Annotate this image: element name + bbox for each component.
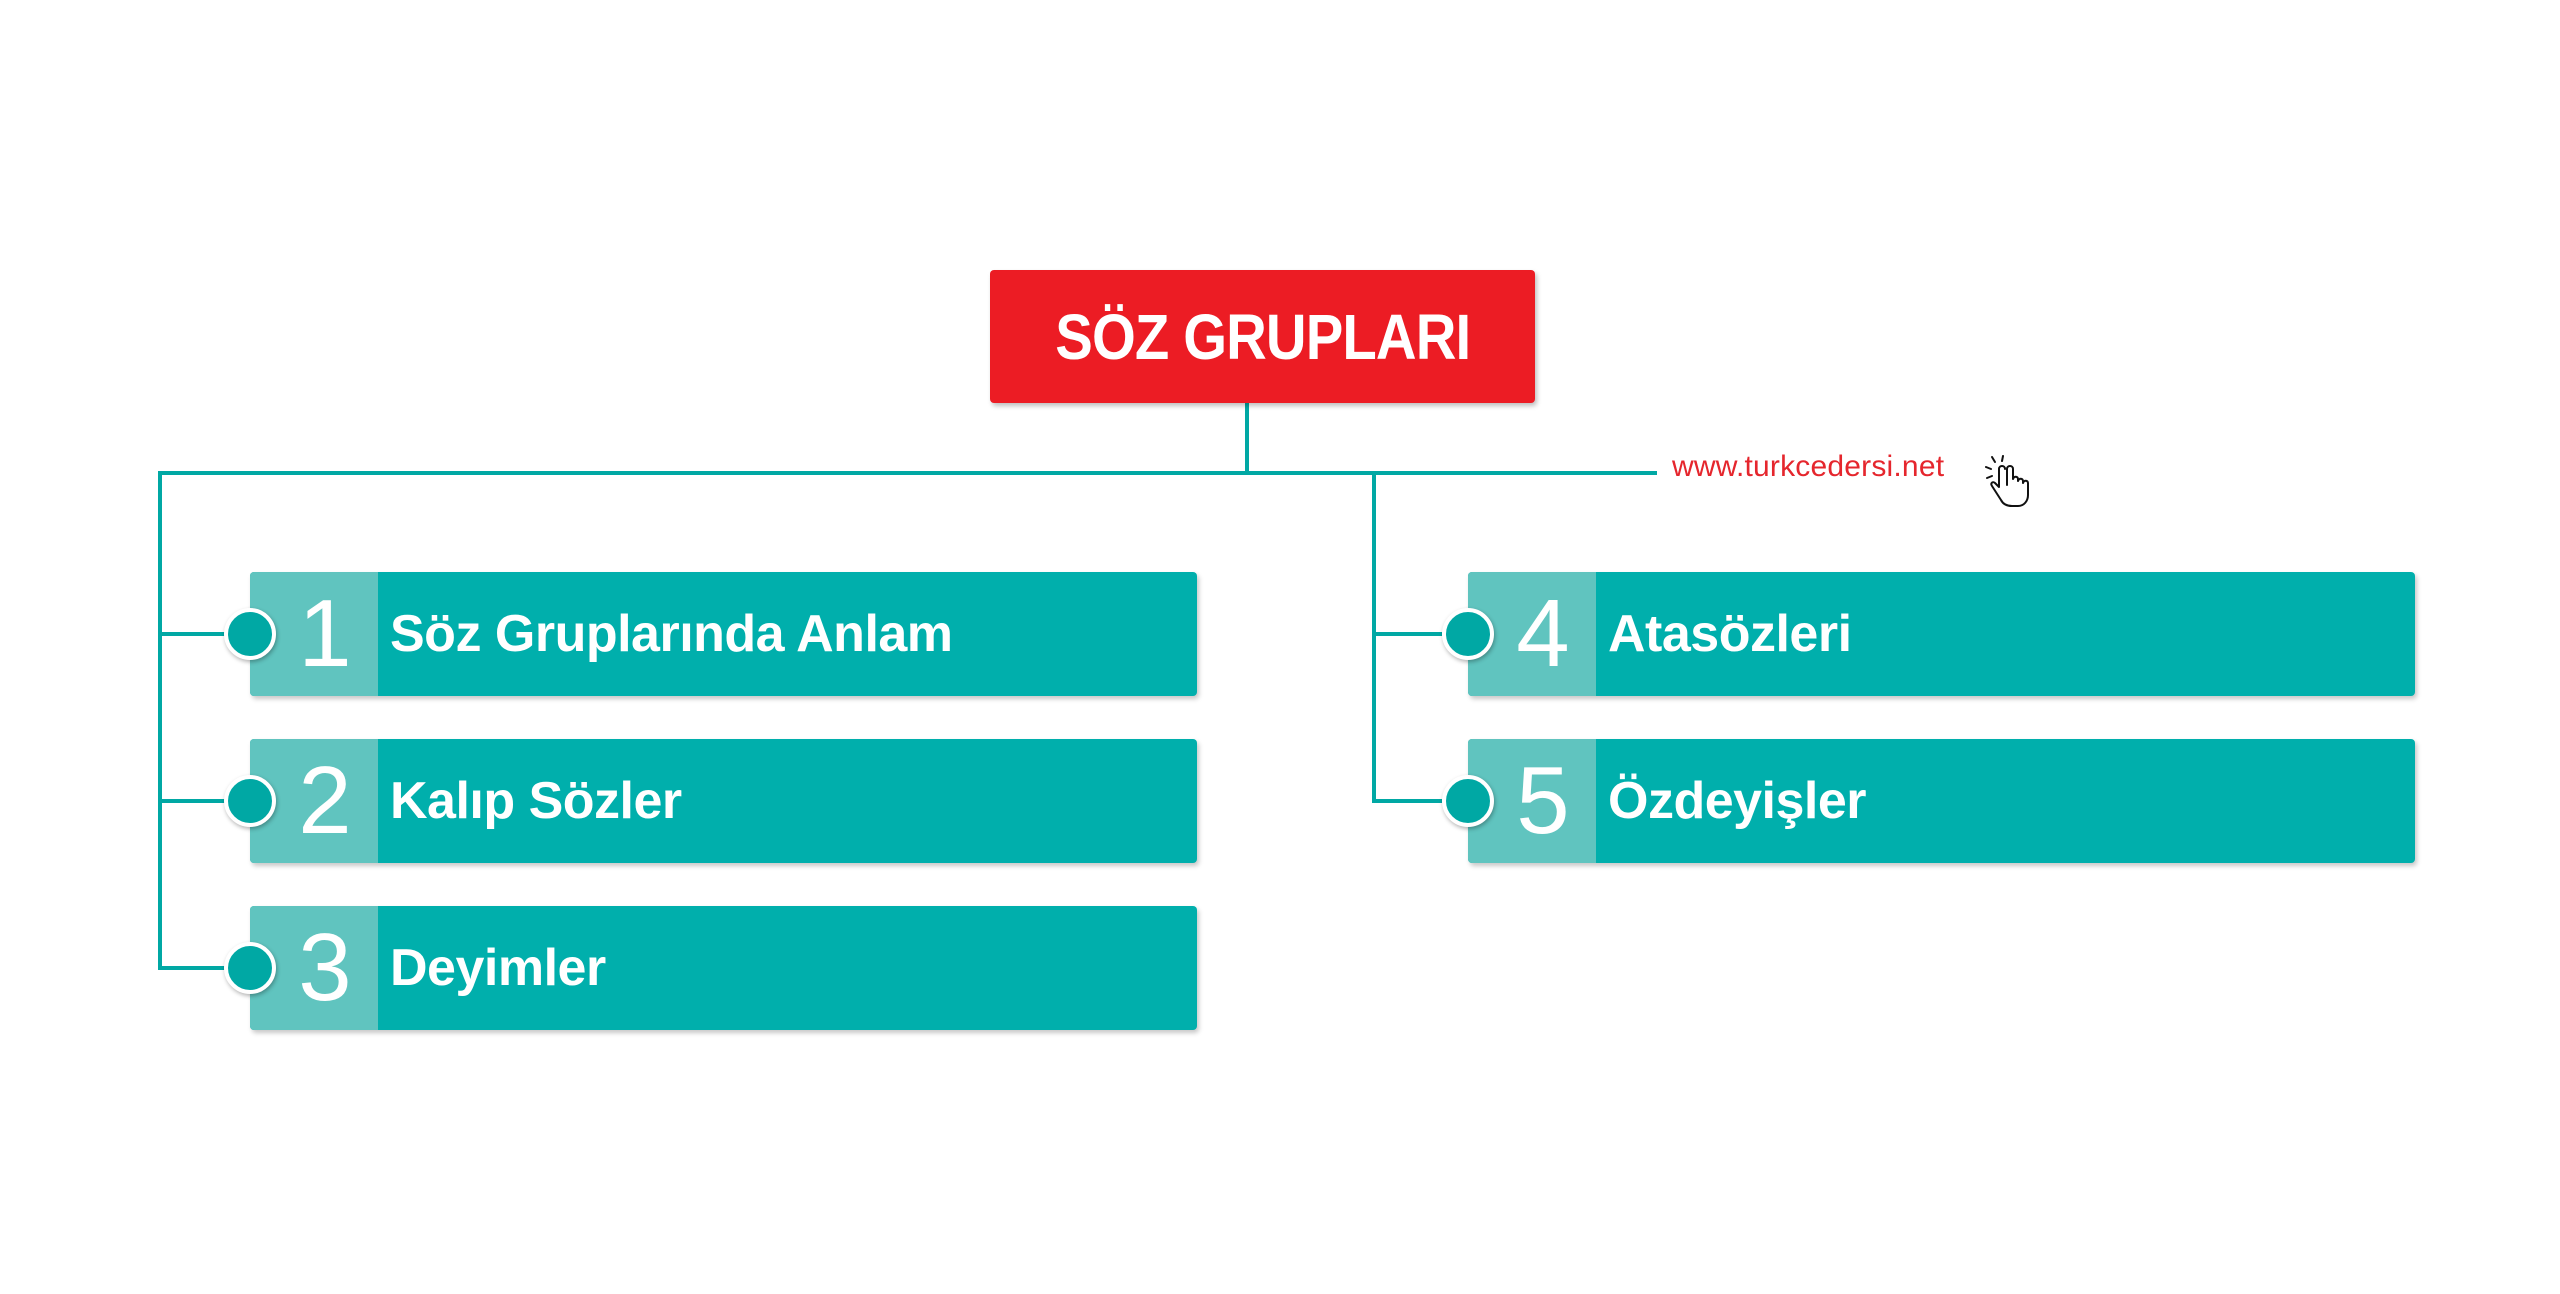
item-1-label: Söz Gruplarında Anlam [390,605,953,663]
hand-pointer-click-icon [1985,455,2029,507]
item-2-bullet [224,775,276,827]
item-5: 5 Özdeyişler [1442,739,2415,863]
diagram-title: SÖZ GRUPLARI [1055,300,1471,373]
title-box: SÖZ GRUPLARI [990,270,1535,403]
item-1-bullet [224,608,276,660]
item-1-number: 1 [250,572,378,696]
item-4: 4 Atasözleri [1442,572,2415,696]
item-5-bullet [1442,775,1494,827]
item-1: 1 Söz Gruplarında Anlam [224,572,1197,696]
item-2-label: Kalıp Sözler [390,772,682,830]
item-3-label: Deyimler [390,939,606,997]
item-2: 2 Kalıp Sözler [224,739,1197,863]
item-3-bullet [224,942,276,994]
watermark-url[interactable]: www.turkcedersi.net [1672,450,1945,483]
item-4-bullet [1442,608,1494,660]
item-5-label: Özdeyişler [1608,772,1867,830]
item-3: 3 Deyimler [224,906,1197,1030]
item-4-label: Atasözleri [1608,605,1852,663]
